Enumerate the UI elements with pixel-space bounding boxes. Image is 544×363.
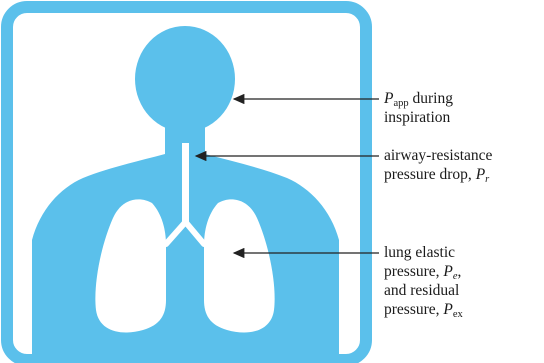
label-elastic-line2: pressure, Pe, [384,262,463,281]
label-residual-prefix: pressure, [384,301,443,318]
label-airway-line2: pressure drop, Pr [384,165,492,184]
label-app-pressure: Papp during inspiration [384,89,453,127]
label-airway-resistance: airway-resistance pressure drop, Pr [384,146,492,184]
label-app-line2: inspiration [384,108,453,127]
subscript-r: r [485,174,489,185]
trachea [182,143,189,226]
subscript-ex: ex [453,309,463,320]
symbol-p-ex: P [443,301,452,318]
label-elastic-residual: lung elastic pressure, Pe, and residual … [384,243,463,319]
label-airway-line1: airway-resistance [384,146,492,165]
symbol-p-r: P [476,166,485,183]
label-elastic-line3: and residual [384,281,463,300]
symbol-p-e: P [443,263,452,280]
label-elastic-line4: pressure, Pex [384,300,463,319]
label-airway-prefix: pressure drop, [384,166,476,183]
label-app-line1: Papp during [384,89,453,108]
label-app-during: during [409,90,453,107]
label-elastic-comma: , [458,263,462,280]
label-elastic-prefix: pressure, [384,263,443,280]
label-elastic-line1: lung elastic [384,243,463,262]
head [135,26,235,132]
